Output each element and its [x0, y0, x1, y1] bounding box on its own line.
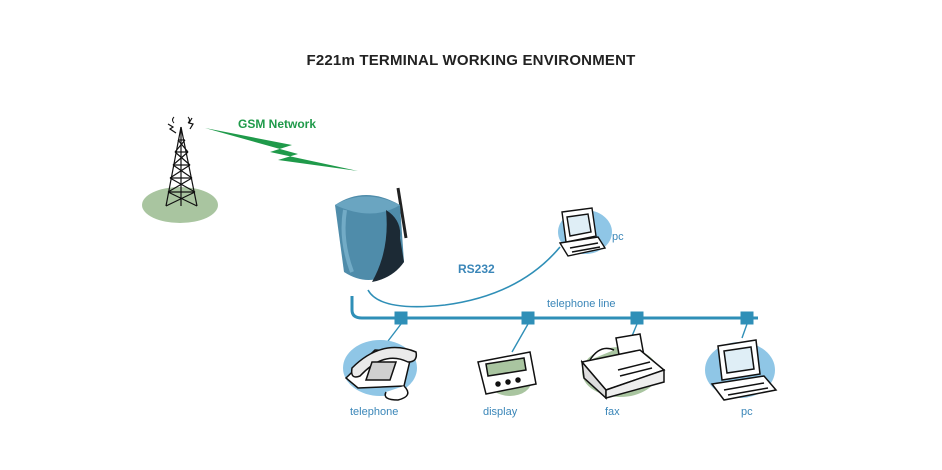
telephone-icon	[343, 340, 418, 401]
gsm-network-label: GSM Network	[238, 117, 317, 131]
connector-telephone	[394, 311, 408, 325]
pc-top-icon	[558, 207, 612, 257]
rs232-cable	[367, 246, 561, 308]
connector-pc	[740, 311, 754, 325]
rs232-label: RS232	[458, 262, 495, 276]
f221m-terminal	[335, 187, 408, 282]
pc-bottom-icon	[705, 339, 778, 401]
display-label: display	[483, 406, 518, 418]
pc-top-label: pc	[612, 231, 624, 243]
diagram-title: F221m TERMINAL WORKING ENVIRONMENT	[306, 52, 636, 69]
signal-wave-icon	[172, 116, 190, 124]
tower-ground	[142, 187, 218, 223]
fax-label: fax	[605, 406, 620, 418]
telephone-line-label: telephone line	[547, 298, 616, 310]
connector-display	[521, 311, 535, 325]
pc-bottom-label: pc	[741, 406, 753, 418]
telephone-label: telephone	[350, 406, 399, 418]
display-icon	[477, 351, 537, 396]
connector-fax	[630, 311, 644, 325]
fax-icon	[580, 333, 666, 400]
telephone-line	[350, 296, 758, 320]
gsm-tower	[142, 116, 218, 223]
wireless-link-bolt	[205, 128, 358, 171]
